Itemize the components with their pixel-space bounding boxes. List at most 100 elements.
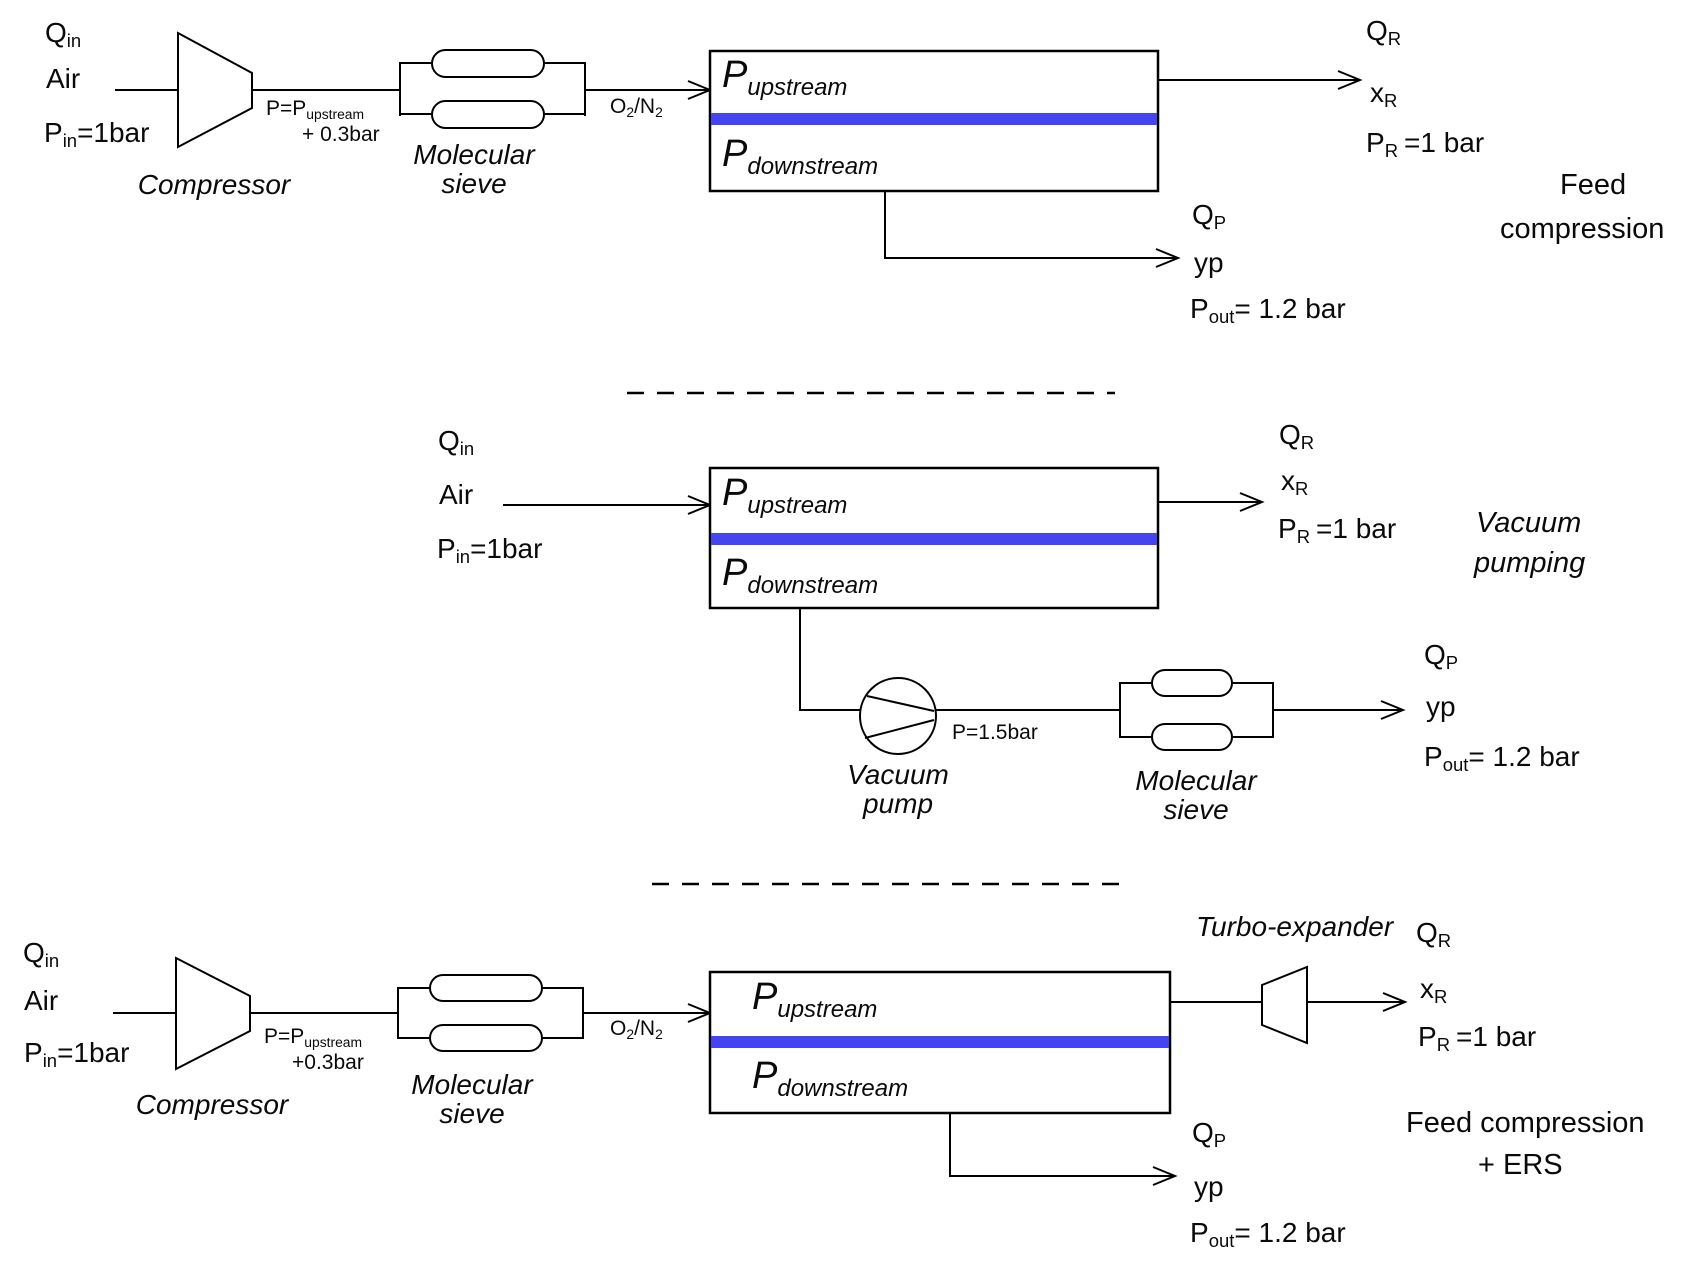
label-main: yp: [1194, 247, 1224, 278]
top-retentate-fraction-label: xR: [1370, 78, 1397, 111]
label-line2: sieve: [439, 1098, 505, 1130]
label-main: P=P: [264, 1025, 305, 1048]
top-membrane-layer: [711, 113, 1157, 125]
top-permeate-pressure-label: Pout= 1.2 bar: [1190, 294, 1346, 327]
label-sub: 2: [626, 1025, 635, 1042]
middle-caption-line2: pumping: [1474, 548, 1585, 578]
label-main2: /N: [634, 95, 656, 118]
label-main: P: [722, 133, 748, 175]
sieve-right-stubs: [1232, 682, 1273, 738]
label-main: O: [610, 95, 627, 118]
label-main: Q: [45, 17, 67, 48]
label-main: P: [1418, 1021, 1437, 1052]
label-sub: out: [1208, 1230, 1235, 1252]
middle-inlet-flow-label: Qin: [438, 426, 474, 459]
bottom-inlet-pressure-label: Pin=1bar: [24, 1038, 129, 1071]
sieve-cartridge-top: [429, 974, 543, 1002]
label-main: P: [1190, 293, 1209, 324]
label-sub: out: [1208, 306, 1235, 328]
top-outlet-pressure-note-line2: + 0.3bar: [302, 123, 380, 146]
label-sub: in: [42, 1050, 58, 1072]
sieve-right-stubs: [542, 987, 583, 1039]
label-main: P: [437, 533, 456, 564]
label-sub: upstream: [304, 1033, 363, 1050]
label-main: Compressor: [135, 1089, 289, 1120]
label-rest: =1 bar: [1404, 127, 1485, 158]
turbo-expander-label: Turbo-expander: [1196, 912, 1393, 941]
label-main: Air: [46, 63, 81, 94]
label-main: yp: [1194, 1171, 1224, 1202]
label-sub: in: [459, 438, 475, 460]
label-main: Q: [23, 937, 45, 968]
label-main: + 0.3bar: [302, 123, 380, 146]
turbo-expander-icon: [1261, 965, 1308, 1045]
middle-vacuum-pumping-flowsheet: [503, 466, 1406, 755]
top-membrane-upstream-label: Pupstream: [722, 55, 847, 100]
label-sub: downstream: [747, 152, 879, 180]
label-sub: P: [1445, 652, 1459, 674]
sieve-left-stubs: [1120, 682, 1152, 738]
label-main: yp: [1426, 691, 1456, 722]
label-main: Q: [1366, 15, 1388, 46]
label-main2: /N: [634, 1017, 656, 1040]
label-sub: in: [455, 546, 471, 568]
label-main: + ERS: [1478, 1149, 1563, 1181]
label-line1: Molecular: [413, 139, 535, 170]
sieve-left-stubs: [400, 62, 432, 115]
label-main: Q: [1192, 1117, 1214, 1148]
label-sub: R: [1384, 140, 1399, 162]
label-sub2: 2: [655, 103, 663, 120]
label-main: Q: [1424, 639, 1446, 670]
top-molecular-sieve-icon: [399, 49, 586, 129]
middle-retentate-fraction-label: xR: [1281, 466, 1308, 499]
middle-inlet-pressure-label: Pin=1bar: [437, 534, 542, 567]
bottom-inlet-gas-label: Air: [24, 986, 58, 1015]
label-main: P=P: [266, 97, 307, 120]
bottom-permeate-pressure-label: Pout= 1.2 bar: [1190, 1218, 1346, 1251]
middle-permeate-pressure-label: Pout= 1.2 bar: [1424, 742, 1580, 775]
label-sub: R: [1436, 1034, 1451, 1056]
label-main: Turbo-expander: [1196, 911, 1394, 942]
bottom-permeate-arrow: [949, 1113, 1178, 1186]
middle-retentate-flow-label: QR: [1279, 420, 1314, 453]
sieve-left-stubs: [398, 987, 430, 1039]
label-main: Q: [438, 425, 460, 456]
vacuum-pump-icon: [859, 677, 937, 755]
label-main: P: [752, 1055, 778, 1097]
top-retentate-pressure-label: PR=1 bar: [1366, 128, 1484, 161]
top-membrane-downstream-label: Pdownstream: [722, 133, 879, 180]
top-feed-compression-flowsheet: [115, 31, 1363, 268]
middle-membrane-downstream-label: Pdownstream: [722, 553, 878, 598]
top-caption-line1: Feed: [1560, 170, 1626, 200]
middle-permeate-line: [799, 608, 861, 711]
label-main: P: [1190, 1217, 1209, 1248]
sieve-right-stubs: [544, 62, 585, 115]
sieve-cartridge-top: [1151, 669, 1233, 697]
top-stream-composition-label: O2/N2: [610, 95, 663, 120]
bottom-retentate-pressure-label: PR=1 bar: [1418, 1022, 1536, 1055]
vacuum-pump-vanes: [864, 695, 935, 739]
label-sub2: 2: [655, 1025, 663, 1042]
middle-retentate-pressure-label: PR=1 bar: [1278, 514, 1396, 547]
label-sub: upstream: [306, 105, 365, 122]
label-sub: R: [1434, 986, 1448, 1008]
label-sub: out: [1442, 754, 1469, 776]
bottom-caption-line1: Feed compression: [1406, 1108, 1645, 1138]
label-sub: R: [1384, 90, 1398, 112]
label-rest: = 1.2 bar: [1234, 1217, 1346, 1248]
label-main: Compressor: [137, 169, 291, 200]
label-line2: sieve: [1163, 794, 1229, 826]
label-main: +0.3bar: [292, 1051, 364, 1074]
top-inlet-gas-label: Air: [46, 64, 80, 93]
label-line2: sieve: [441, 168, 507, 200]
label-rest: =1bar: [77, 117, 150, 148]
bottom-compressor-icon: [175, 956, 251, 1071]
top-permeate-flow-label: QP: [1192, 200, 1226, 233]
label-main: Vacuum: [1476, 507, 1582, 539]
bottom-outlet-pressure-note-line1: P=Pupstream: [264, 1025, 363, 1050]
middle-membrane-layer: [711, 533, 1157, 545]
sieve-cartridge-bottom: [1151, 723, 1233, 751]
